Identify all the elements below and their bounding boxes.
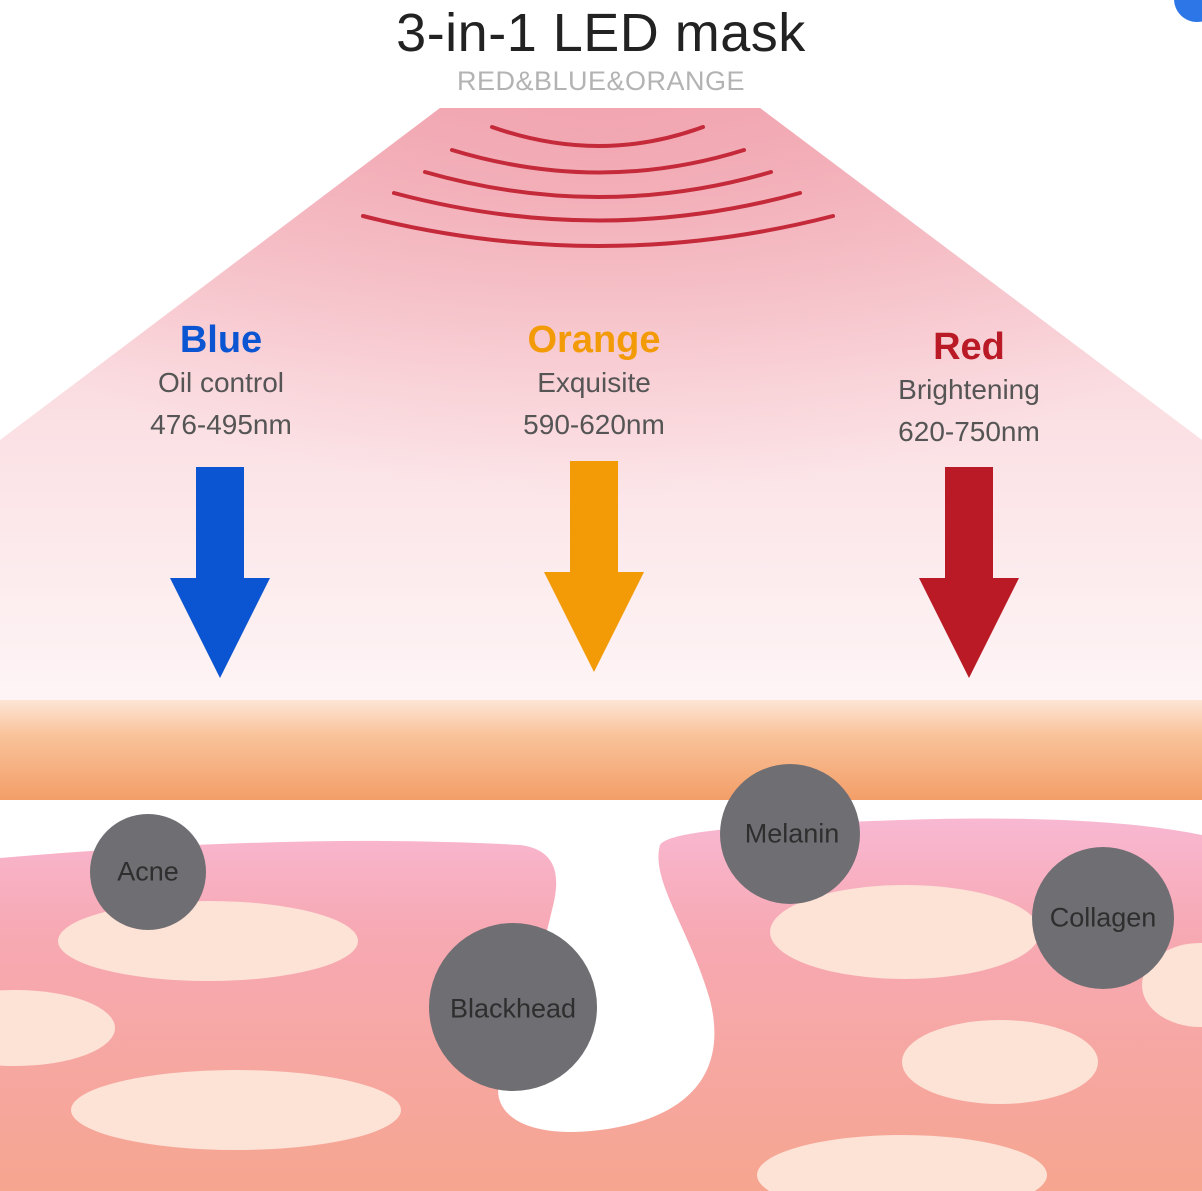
wave-arc-4 <box>392 191 802 223</box>
tissue-cell <box>902 1020 1098 1104</box>
arrow-down-icon-orange <box>544 461 644 672</box>
wave-arcs <box>361 125 835 248</box>
arrow-down-icon-red <box>919 467 1019 678</box>
wave-arc-3 <box>423 170 773 199</box>
melanin-label: Melanin <box>744 818 840 849</box>
arrows <box>170 461 1019 678</box>
tissue-cell <box>71 1070 401 1150</box>
diagram-subtitle: RED&BLUE&ORANGE <box>456 66 746 96</box>
target-circles <box>90 764 1174 1091</box>
epidermis-layer <box>0 700 1202 800</box>
wave-arc-5 <box>361 214 835 248</box>
blackhead-label: Blackhead <box>449 993 577 1024</box>
blackhead-circle <box>429 923 597 1091</box>
acne-circle <box>90 814 206 930</box>
wave-arc-2 <box>450 148 746 175</box>
light-orange-range: 590-620nm <box>523 409 665 440</box>
collagen-label: Collagen <box>1049 902 1157 933</box>
light-red-name: Red <box>933 326 1005 368</box>
melanin-circle <box>720 764 860 904</box>
light-orange-effect: Exquisite <box>537 367 651 398</box>
light-blue-name: Blue <box>179 319 263 361</box>
light-beam-glow <box>0 108 1202 705</box>
wave-arc-1 <box>490 125 705 148</box>
tissue-cell <box>0 990 115 1066</box>
light-orange-name: Orange <box>527 319 661 361</box>
diagram-title: 3-in-1 LED mask <box>396 3 806 63</box>
collagen-circle <box>1032 847 1174 989</box>
light-red-range: 620-750nm <box>898 416 1040 447</box>
tissue-cell <box>757 1135 1047 1191</box>
light-orange: Orange Exquisite 590-620nm <box>424 318 764 446</box>
light-blue-effect: Oil control <box>157 367 285 398</box>
light-blue: Blue Oil control 476-495nm <box>51 318 391 446</box>
acne-label: Acne <box>117 856 179 887</box>
tissue-cell <box>770 885 1040 979</box>
light-red: Red Brightening 620-750nm <box>799 325 1139 453</box>
light-blue-range: 476-495nm <box>150 409 292 440</box>
arrow-down-icon-blue <box>170 467 270 678</box>
tissue-cell <box>58 901 358 981</box>
light-red-effect: Brightening <box>898 374 1040 405</box>
